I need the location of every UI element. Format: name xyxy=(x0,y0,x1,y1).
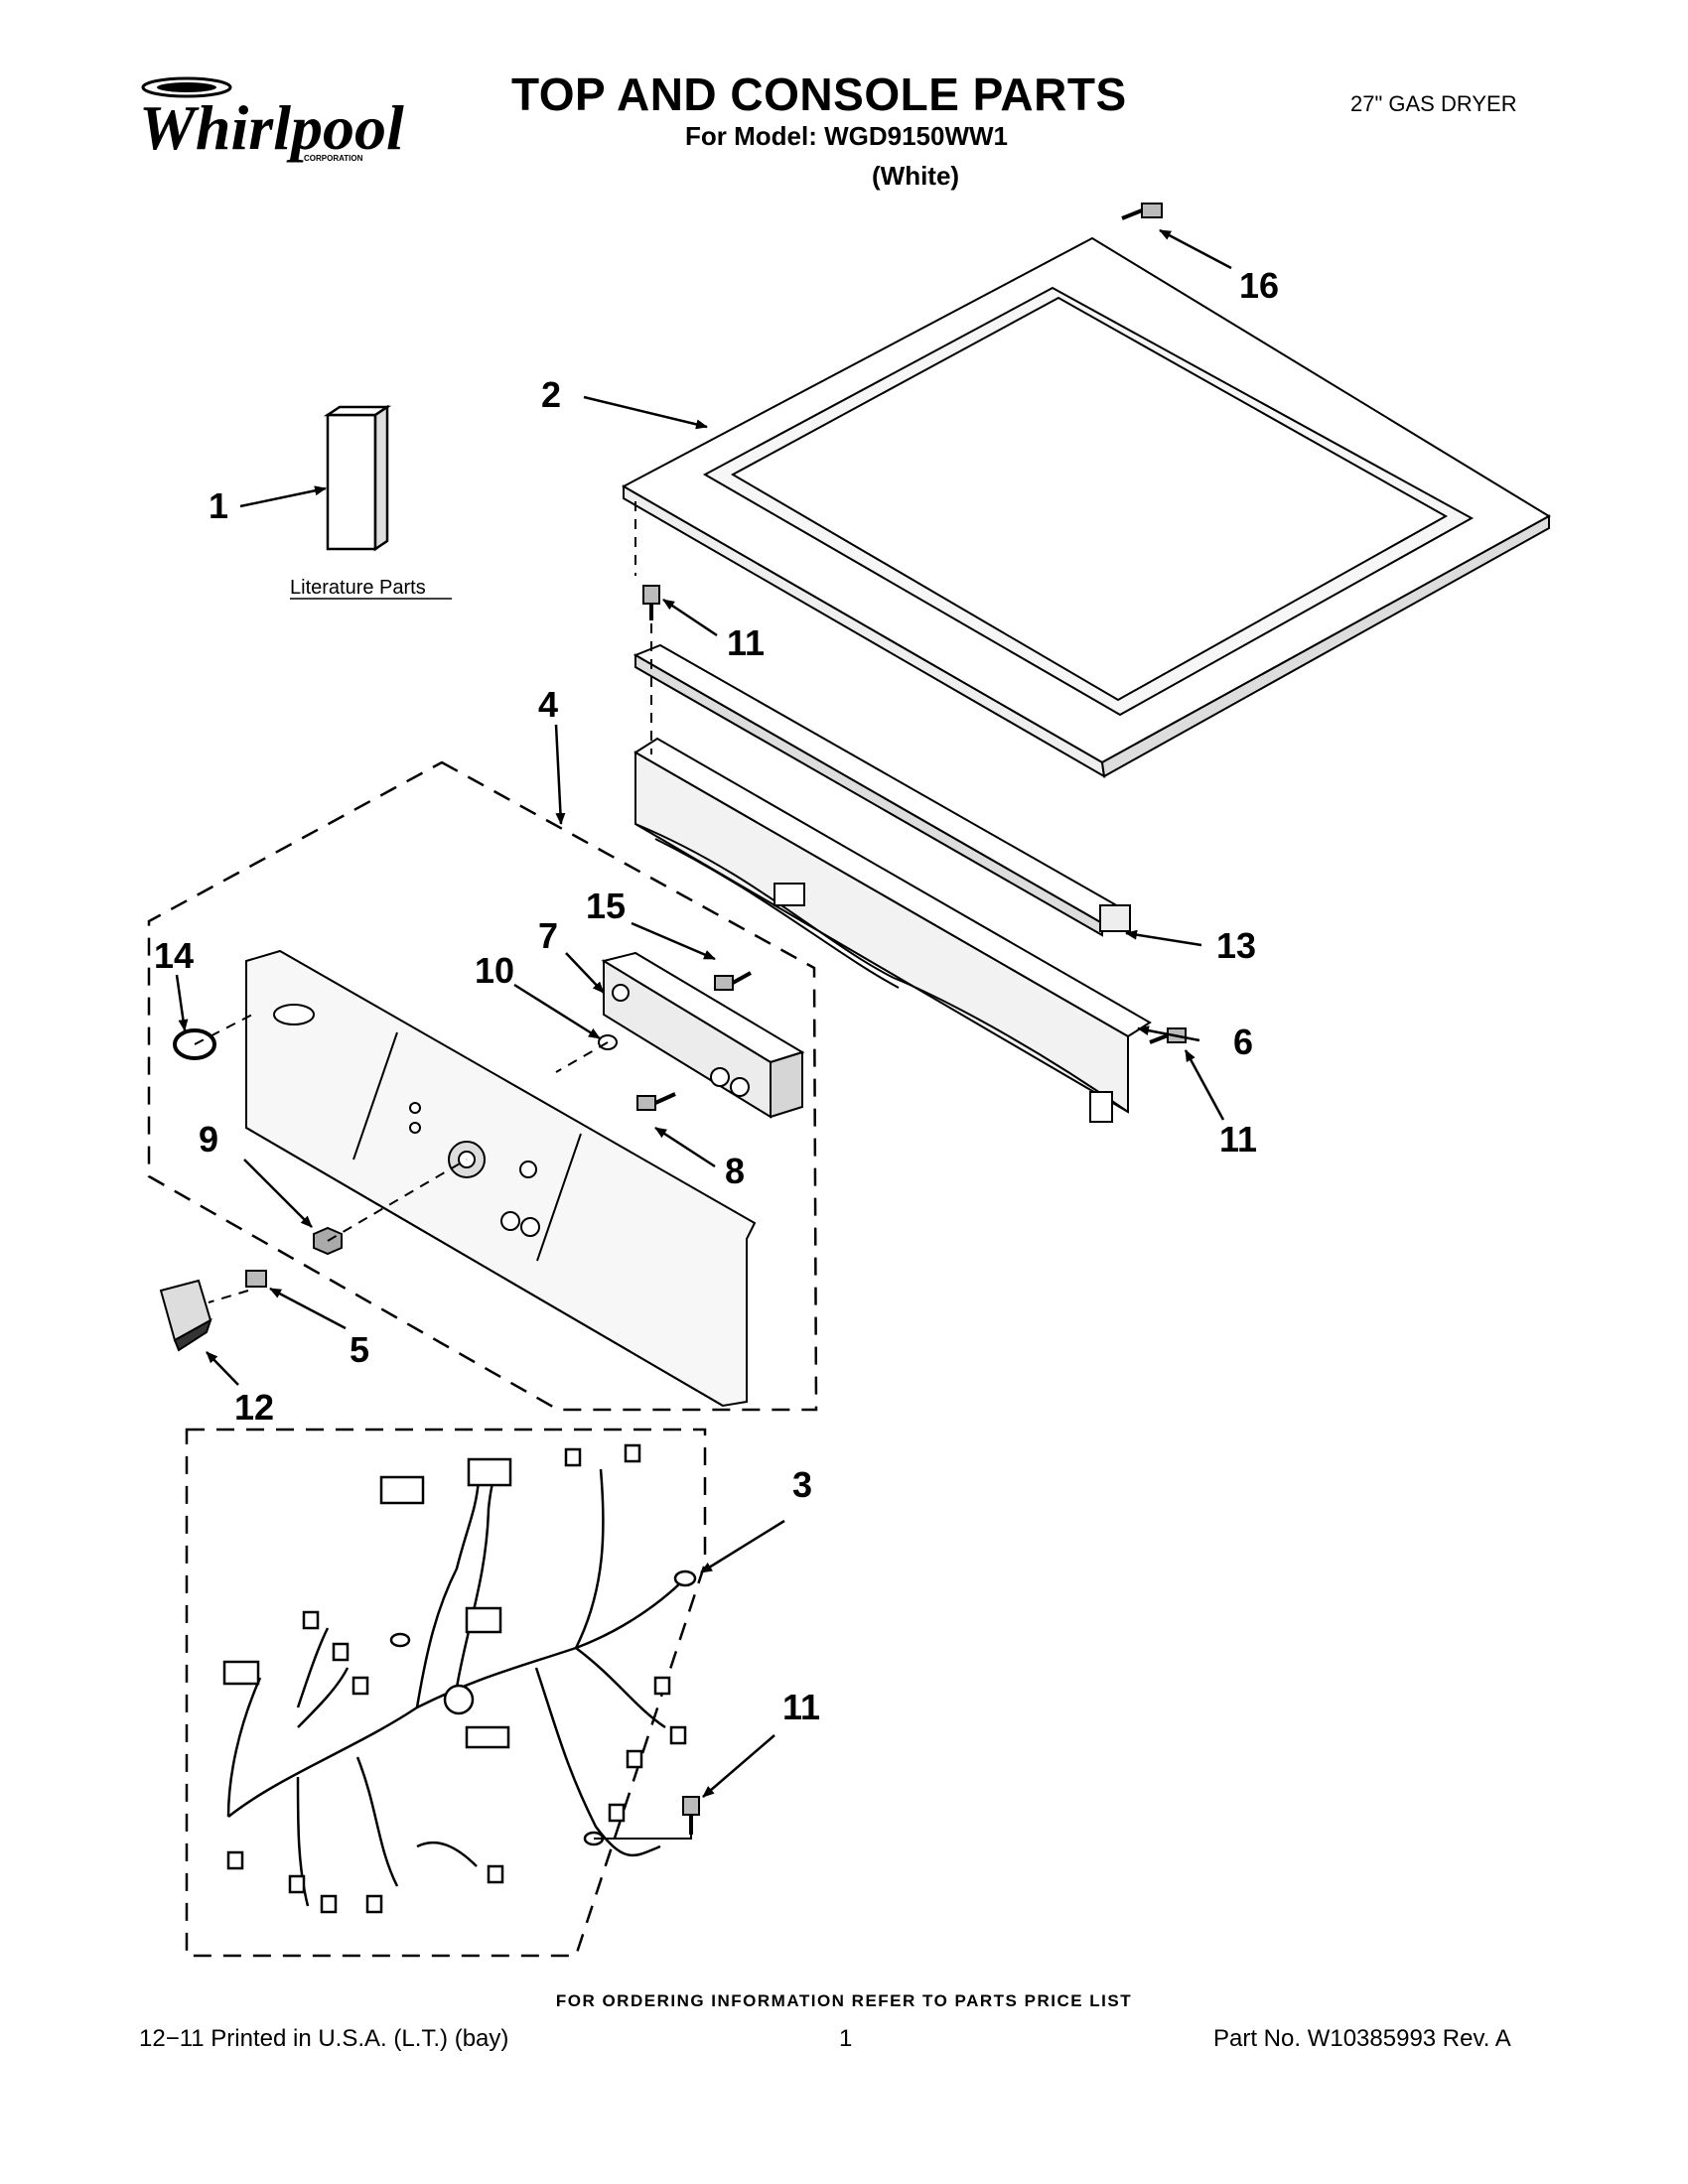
brand-wordmark: Whirlpool xyxy=(139,92,404,163)
part-screw-15 xyxy=(714,971,752,991)
model-color: (White) xyxy=(872,161,960,191)
callout-15: 15 xyxy=(586,886,626,926)
page-title: TOP AND CONSOLE PARTS xyxy=(511,68,1127,120)
part-screw-16 xyxy=(1121,203,1163,220)
part-clip xyxy=(245,1270,267,1288)
callout-7: 7 xyxy=(538,915,558,956)
brand-subtitle: CORPORATION xyxy=(304,154,363,163)
callout-numbers: 1 2 16 11 4 15 7 10 14 9 8 5 12 13 6 11 … xyxy=(154,265,1279,1727)
part-top-bracket xyxy=(633,643,1131,937)
part-knob xyxy=(159,1279,212,1352)
callout-13: 13 xyxy=(1216,925,1256,966)
part-wire-harness xyxy=(222,1443,697,1914)
callout-8: 8 xyxy=(725,1151,745,1191)
callout-11-top: 11 xyxy=(727,622,765,663)
console-assembly-outline xyxy=(147,760,818,1412)
callout-9: 9 xyxy=(199,1119,218,1160)
callout-5: 5 xyxy=(350,1329,369,1370)
callout-3: 3 xyxy=(792,1464,812,1505)
whirlpool-logo: Whirlpool CORPORATION xyxy=(139,76,404,163)
part-console-bracket xyxy=(633,737,1152,1123)
callout-4: 4 xyxy=(538,684,558,725)
part-screw-8 xyxy=(636,1092,676,1111)
model-number: For Model: WGD9150WW1 xyxy=(685,121,1009,151)
part-number: Part No. W10385993 Rev. A xyxy=(1213,2025,1511,2052)
product-type: 27" GAS DRYER xyxy=(1350,91,1517,116)
ordering-info: FOR ORDERING INFORMATION REFER TO PARTS … xyxy=(555,1991,1133,2010)
page-number: 1 xyxy=(839,2025,853,2052)
wire-harness-outline xyxy=(185,1428,707,1958)
part-electronic-control xyxy=(601,951,805,1119)
print-info: 12−11 Printed in U.S.A. (L.T.) (bay) xyxy=(139,2025,509,2052)
part-literature-booklet xyxy=(323,404,392,552)
callout-1: 1 xyxy=(209,485,228,526)
callout-12: 12 xyxy=(234,1387,274,1428)
callout-11-harness: 11 xyxy=(782,1687,820,1727)
callout-11-right: 11 xyxy=(1219,1119,1257,1160)
part-console-panel xyxy=(245,949,757,1408)
callout-6: 6 xyxy=(1233,1022,1253,1062)
harness-ground-lead xyxy=(594,1815,692,1840)
callout-2: 2 xyxy=(541,374,561,415)
callout-16: 16 xyxy=(1239,265,1279,306)
callout-14: 14 xyxy=(154,935,194,976)
callout-arrows xyxy=(175,228,1232,1798)
part-screw-11-top xyxy=(642,585,660,620)
part-top-panel xyxy=(621,236,1551,778)
literature-label: Literature Parts xyxy=(290,577,426,599)
callout-10: 10 xyxy=(475,950,514,991)
alignment-lines xyxy=(194,501,652,1303)
